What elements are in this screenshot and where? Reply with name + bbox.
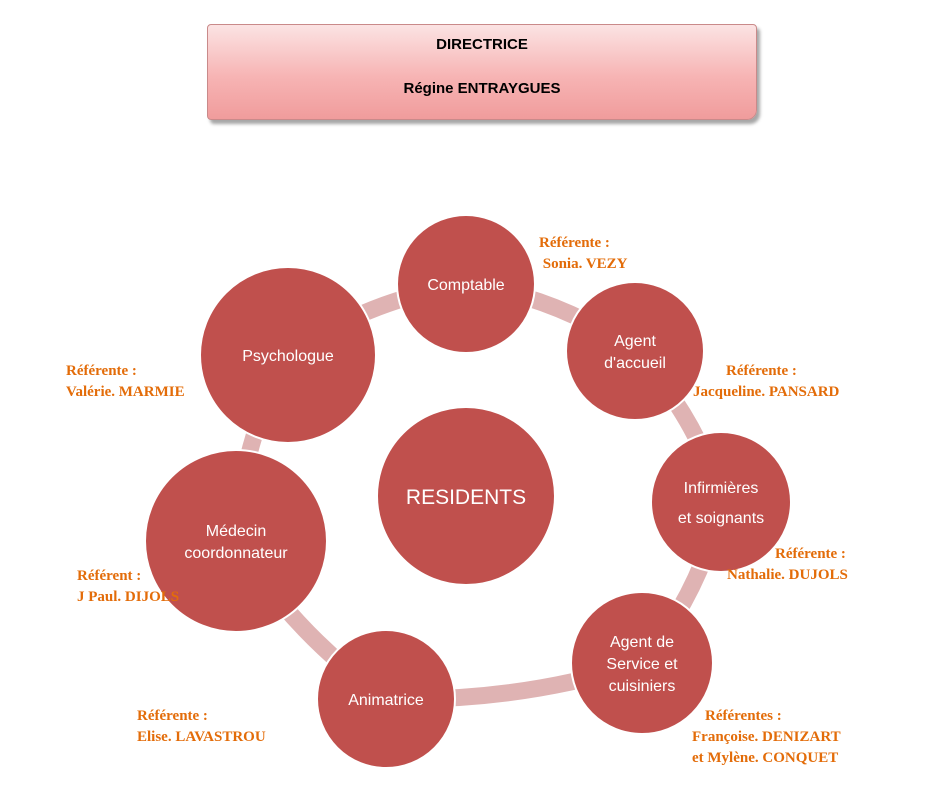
node-infirmieres-label-2: et soignants bbox=[678, 510, 764, 527]
node-comptable-circle bbox=[396, 214, 536, 354]
referent-animatrice: Référente : Elise. LAVASTROU bbox=[137, 706, 266, 748]
node-infirmieres-label-1: Infirmières bbox=[684, 480, 759, 497]
node-animatrice-circle bbox=[316, 629, 456, 769]
director-box: DIRECTRICE Régine ENTRAYGUES bbox=[207, 24, 757, 120]
referent-agent-accueil-role: Référente : bbox=[726, 363, 797, 379]
node-psychologue: Psychologue bbox=[199, 266, 377, 444]
referent-psychologue-name: Valérie. MARMIE bbox=[66, 384, 185, 400]
referent-psychologue: Référente : Valérie. MARMIE bbox=[66, 361, 185, 403]
referent-medecin-name: J Paul. DIJOLS bbox=[77, 589, 180, 605]
node-infirmieres: Infirmières et soignants bbox=[650, 431, 792, 573]
referent-agent-service: Référentes : Françoise. DENIZART et Mylène… bbox=[692, 706, 841, 769]
node-psychologue-circle bbox=[199, 266, 377, 444]
node-infirmieres-circle bbox=[650, 431, 792, 573]
node-agent-accueil-label-1: Agent bbox=[614, 333, 656, 350]
director-title: DIRECTRICE bbox=[436, 36, 528, 53]
residents-label: RESIDENTS bbox=[406, 486, 526, 509]
node-psychologue-label-1: Psychologue bbox=[242, 348, 334, 365]
referent-infirmieres: Référente : Nathalie. DUJOLS bbox=[727, 544, 848, 586]
referent-infirmieres-name: Nathalie. DUJOLS bbox=[727, 567, 848, 583]
node-agent-accueil-circle bbox=[565, 281, 705, 421]
referent-animatrice-role: Référente : bbox=[137, 708, 208, 724]
referent-medecin-role: Référent : bbox=[77, 568, 142, 584]
node-agent-service-label-1: Agent de bbox=[610, 634, 674, 651]
referent-medecin: Référent : J Paul. DIJOLS bbox=[77, 566, 179, 608]
referent-agent-service-name1: Françoise. DENIZART bbox=[692, 729, 841, 745]
referent-infirmieres-role: Référente : bbox=[775, 546, 846, 562]
node-animatrice: Animatrice bbox=[316, 629, 456, 769]
node-medecin-circle bbox=[144, 449, 328, 633]
referent-agent-service-name2: et Mylène. CONQUET bbox=[692, 750, 839, 766]
node-agent-accueil-label-2: d'accueil bbox=[604, 355, 666, 372]
node-medecin-label-2: coordonnateur bbox=[184, 545, 288, 562]
referent-comptable-name: Sonia. VEZY bbox=[539, 256, 628, 272]
node-animatrice-label-1: Animatrice bbox=[348, 692, 424, 709]
referent-comptable-role: Référente : bbox=[539, 235, 610, 251]
referent-agent-accueil-name: Jacqueline. PANSARD bbox=[693, 384, 840, 400]
node-agent-service: Agent de Service et cuisiniers bbox=[570, 591, 714, 735]
referent-comptable: Référente : Sonia. VEZY bbox=[539, 233, 628, 275]
referent-animatrice-name: Elise. LAVASTROU bbox=[137, 729, 266, 745]
residents-circle: RESIDENTS bbox=[376, 406, 556, 586]
node-agent-service-label-2: Service et bbox=[606, 656, 678, 673]
director-name: Régine ENTRAYGUES bbox=[403, 80, 561, 97]
node-comptable: Comptable bbox=[396, 214, 536, 354]
node-comptable-label-1: Comptable bbox=[427, 277, 504, 294]
node-agent-service-circle bbox=[570, 591, 714, 735]
referent-agent-accueil: Référente : Jacqueline. PANSARD bbox=[693, 361, 839, 403]
node-agent-accueil: Agent d'accueil bbox=[565, 281, 705, 421]
node-medecin-label-1: Médecin bbox=[206, 523, 266, 540]
node-medecin: Médecin coordonnateur bbox=[144, 449, 328, 633]
referent-psychologue-role: Référente : bbox=[66, 363, 137, 379]
referent-agent-service-role: Référentes : bbox=[705, 708, 782, 724]
node-agent-service-label-3: cuisiniers bbox=[609, 678, 676, 695]
